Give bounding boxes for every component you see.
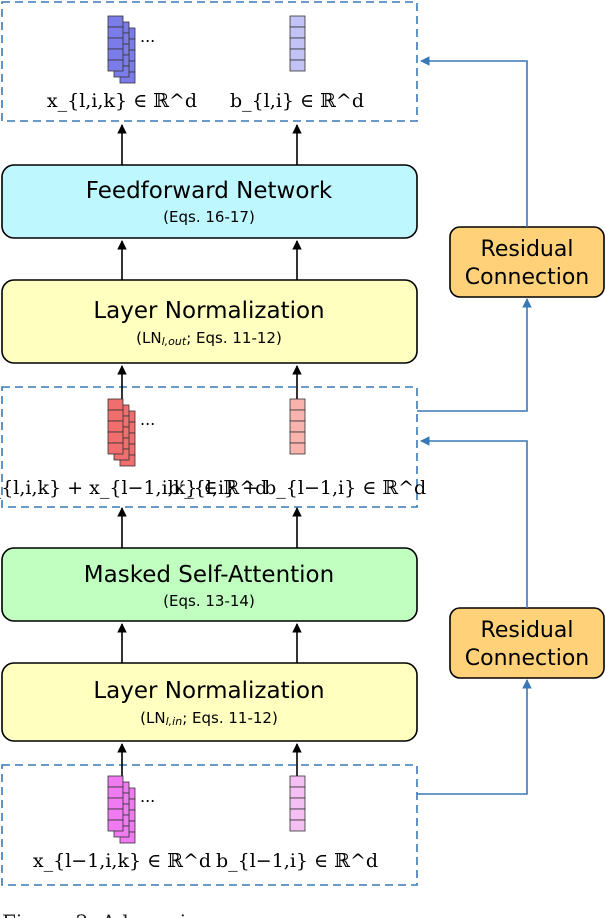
residual-connection-bottom: Residual Connection bbox=[449, 607, 605, 679]
top-ellipsis: ... bbox=[140, 27, 155, 46]
top-x-tensor-cell bbox=[107, 26, 124, 39]
top-tensor-group bbox=[1, 1, 418, 122]
figure-caption: Figure 2: A layer in... bbox=[2, 910, 218, 918]
residual-bottom-in-arrow bbox=[417, 679, 532, 795]
top-b-tensor-cell bbox=[289, 26, 306, 39]
middle-b-label: b′_{l,i} + b_{l−1,i} ∈ ℝ^d bbox=[168, 477, 426, 499]
residual-bottom-out-arrow bbox=[420, 436, 528, 608]
layernorm-out-title: Layer Normalization bbox=[93, 298, 324, 324]
layernorm-in-title: Layer Normalization bbox=[93, 678, 324, 704]
feedforward-network-node: Feedforward Network (Eqs. 16-17) bbox=[1, 164, 418, 239]
residual-top-in-arrow bbox=[417, 298, 532, 412]
layer-normalization-in-node: Layer Normalization (LNl,in; Eqs. 11-12) bbox=[1, 662, 418, 742]
middle-b-tensor-cell bbox=[289, 420, 306, 433]
middle-x-tensor-cell bbox=[107, 409, 124, 422]
middle-x-label: x′_{l,i,k} + x_{l−1,i,k} ∈ ℝ^d bbox=[0, 477, 267, 499]
middle-b-tensor-cell bbox=[289, 442, 306, 455]
feedforward-title: Feedforward Network bbox=[86, 178, 333, 204]
top-b-tensor-cell bbox=[289, 48, 306, 61]
middle-ellipsis: ... bbox=[140, 410, 155, 429]
layernorm-out-subtitle: (LNl,out; Eqs. 11-12) bbox=[136, 329, 282, 348]
residual-bottom-line1: Residual bbox=[481, 618, 574, 643]
bottom-b-tensor-cell bbox=[289, 808, 306, 821]
bottom-x-tensor-cell bbox=[107, 819, 124, 832]
top-x-label: x_{l,i,k} ∈ ℝ^d bbox=[47, 90, 197, 112]
bottom-tensor-group bbox=[1, 764, 418, 886]
top-b-tensor-cell bbox=[289, 37, 306, 50]
top-x-tensor-cell bbox=[107, 37, 124, 50]
top-b-tensor-cell bbox=[289, 59, 306, 72]
bottom-b-tensor-cell bbox=[289, 819, 306, 832]
bottom-b-label: b_{l−1,i} ∈ ℝ^d bbox=[216, 850, 378, 872]
middle-b-tensor-cell bbox=[289, 398, 306, 411]
bottom-x-label: x_{l−1,i,k} ∈ ℝ^d bbox=[33, 850, 211, 872]
middle-b-tensor-cell bbox=[289, 431, 306, 444]
top-x-tensor-cell bbox=[107, 59, 124, 72]
residual-bottom-line2: Connection bbox=[465, 646, 589, 671]
bottom-b-tensor-cell bbox=[289, 775, 306, 788]
residual-top-line1: Residual bbox=[481, 237, 574, 262]
middle-tensor-group bbox=[1, 386, 418, 508]
top-x-tensor-cell bbox=[107, 15, 124, 28]
residual-top-out-arrow bbox=[420, 56, 528, 227]
tensor-stacks bbox=[107, 15, 306, 844]
top-b-label: b_{l,i} ∈ ℝ^d bbox=[230, 90, 364, 112]
bottom-x-tensor-cell bbox=[107, 775, 124, 788]
bottom-b-tensor-cell bbox=[289, 797, 306, 810]
middle-x-tensor-cell bbox=[107, 398, 124, 411]
bottom-b-tensor-cell bbox=[289, 786, 306, 799]
attention-title: Masked Self-Attention bbox=[84, 562, 334, 588]
bottom-x-tensor-cell bbox=[107, 808, 124, 821]
masked-self-attention-node: Masked Self-Attention (Eqs. 13-14) bbox=[1, 547, 418, 622]
residual-connection-top: Residual Connection bbox=[449, 226, 605, 298]
feedforward-subtitle: (Eqs. 16-17) bbox=[163, 208, 255, 226]
middle-b-tensor-cell bbox=[289, 409, 306, 422]
residual-top-line2: Connection bbox=[465, 265, 589, 290]
middle-x-tensor-cell bbox=[107, 420, 124, 433]
top-b-tensor-cell bbox=[289, 15, 306, 28]
middle-x-tensor-cell bbox=[107, 431, 124, 444]
middle-x-tensor-cell bbox=[107, 442, 124, 455]
bottom-ellipsis: ... bbox=[140, 787, 155, 806]
flow-arrows bbox=[117, 124, 302, 780]
layernorm-in-subtitle: (LNl,in; Eqs. 11-12) bbox=[140, 709, 278, 728]
bottom-x-tensor-cell bbox=[107, 797, 124, 810]
top-x-tensor-cell bbox=[107, 48, 124, 61]
residual-arrows bbox=[417, 56, 532, 795]
attention-subtitle: (Eqs. 13-14) bbox=[163, 592, 255, 610]
bottom-x-tensor-cell bbox=[107, 786, 124, 799]
layer-normalization-out-node: Layer Normalization (LNl,out; Eqs. 11-12… bbox=[1, 279, 418, 364]
